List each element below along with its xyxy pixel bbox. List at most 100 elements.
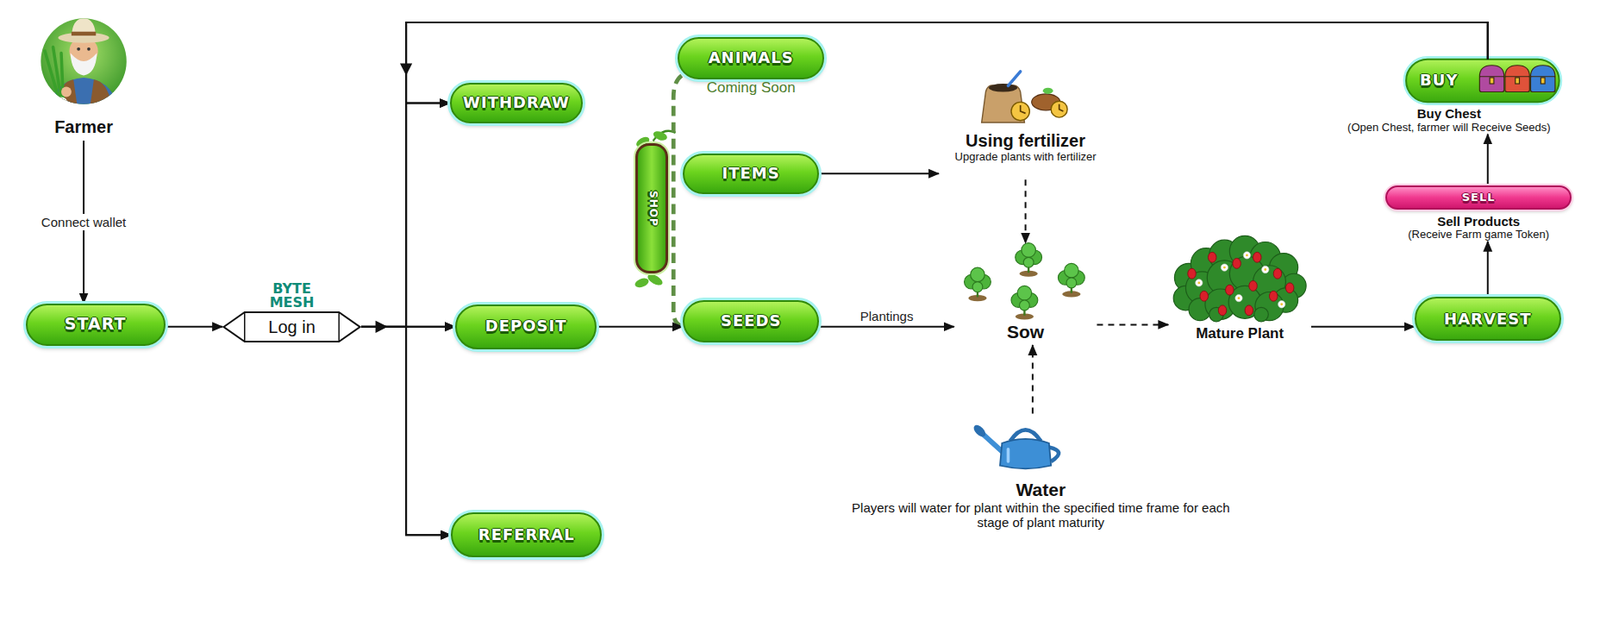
button-node: DEPOSIT	[455, 304, 598, 350]
login-outline	[224, 312, 361, 342]
seedling-icon	[964, 243, 1086, 320]
node-caption: Upgrade plants with fertilizer	[955, 150, 1097, 164]
button-label: SHOP	[645, 190, 658, 227]
fertilizer-icon	[988, 83, 1018, 92]
buy-button-shape	[1531, 65, 1556, 93]
buy-button-shape	[1406, 59, 1560, 103]
strawberry-bush	[1285, 282, 1294, 294]
buy-button-shape	[1404, 57, 1561, 104]
connector-arrow	[1031, 344, 1034, 413]
strawberry-bush	[1197, 253, 1283, 306]
buy-button-shape	[1404, 57, 1561, 104]
button-label: SELL	[1462, 191, 1496, 205]
fertilizer-icon	[1020, 105, 1026, 113]
strawberry-bush	[1243, 251, 1250, 259]
connector-arrow	[1096, 323, 1169, 325]
shop-vine	[633, 276, 650, 290]
strawberry-bush	[1237, 296, 1241, 300]
buy-button-shape	[1505, 65, 1530, 93]
strawberry-bush	[1187, 268, 1196, 279]
strawberry-bush	[1218, 305, 1226, 316]
icon-node: WaterPlayers will water for plant within…	[846, 412, 1235, 532]
strawberry-bush	[1173, 235, 1307, 321]
edge-label: Plantings	[860, 308, 914, 324]
strawberry-bush	[1235, 293, 1243, 301]
icon-node: Farmer	[32, 12, 135, 139]
farmer-avatar	[70, 53, 98, 76]
farmer-avatar	[44, 46, 63, 100]
strawberry-bush	[1244, 305, 1253, 316]
shop-bracket	[673, 75, 684, 327]
farmer-avatar	[76, 47, 81, 51]
icon-node: Mature Plant	[1168, 240, 1312, 345]
connector-arrow	[406, 22, 1488, 327]
farmer-avatar	[40, 18, 126, 108]
node-caption: Players will water for plant within the …	[846, 500, 1235, 531]
button-label: HARVEST	[1443, 310, 1532, 329]
connector-arrow	[1487, 241, 1489, 298]
farmer-avatar	[87, 47, 91, 51]
button-label: START	[64, 314, 127, 334]
seedling-icon	[1015, 243, 1043, 277]
watering-can	[1006, 449, 1011, 462]
node-caption: Coming Soon	[706, 79, 796, 97]
shop-vine	[645, 271, 664, 288]
login-node: BYTE MESHLog in	[222, 280, 362, 344]
watering-can	[971, 422, 1059, 469]
button-node: HARVEST	[1414, 296, 1562, 341]
button-node: REFERRAL	[450, 512, 602, 557]
seedling-icon	[1011, 285, 1038, 319]
fertilizer-icon	[1007, 71, 1020, 87]
strawberry-bush	[1195, 251, 1286, 308]
connector-arrow	[406, 22, 1488, 535]
node-title: Using fertilizer	[965, 131, 1086, 151]
button-label: DEPOSIT	[485, 317, 568, 336]
strawberry-bush	[1225, 284, 1234, 295]
strawberry-bush	[1187, 251, 1294, 315]
connector-arrow	[1025, 179, 1027, 243]
seedling-icon	[1057, 262, 1085, 297]
node-caption: Buy Chest	[1347, 106, 1551, 121]
farmer-avatar	[71, 31, 96, 37]
shop-vine	[633, 129, 675, 289]
strawberry-bush	[1173, 235, 1307, 321]
strawberry-bush	[1280, 302, 1283, 306]
connector-arrow	[1311, 325, 1415, 328]
farmer-avatar	[44, 18, 119, 108]
node-title: Mature Plant	[1195, 325, 1284, 343]
strawberry-bush	[1200, 290, 1208, 301]
caption-group: Coming Soon	[706, 79, 796, 97]
fertilizer-icon	[1043, 87, 1054, 94]
connector-arrow	[1487, 134, 1489, 187]
connector-arrow	[596, 325, 682, 328]
strawberry-bush	[1207, 251, 1216, 263]
button-label: BUY	[1407, 71, 1458, 90]
node-title: Water	[1016, 479, 1067, 500]
button-node: SEEDS	[682, 300, 820, 343]
strawberry-bush	[1278, 300, 1286, 308]
login-outline	[244, 312, 339, 342]
button-node: START	[25, 303, 166, 347]
strawberry-bush	[1263, 268, 1267, 271]
strawberry-bush	[1268, 290, 1277, 301]
node-caption: Sell Products	[1407, 213, 1550, 229]
strawberry-bush	[1249, 281, 1257, 292]
strawberry-bush	[1197, 281, 1200, 284]
icon-node: Sow	[954, 243, 1098, 345]
caption-group: Sell Products(Receive Farm game Token)	[1407, 213, 1550, 242]
button-label: REFERRAL	[478, 525, 575, 544]
strawberry-bush	[1254, 306, 1269, 322]
button-node: BUYBuy Chest(Open Chest, farmer will Rec…	[1406, 59, 1560, 103]
watering-can	[1000, 438, 1051, 469]
node-caption: (Receive Farm game Token)	[1407, 228, 1550, 242]
farmer-avatar	[55, 96, 68, 107]
edge-label: Connect wallet	[38, 213, 129, 231]
strawberry-bush	[1273, 268, 1282, 279]
caption-group: Buy Chest(Open Chest, farmer will Receiv…	[1347, 106, 1551, 134]
button-node: ANIMALSComing Soon	[677, 37, 825, 81]
icon-node: Using fertilizerUpgrade plants with fert…	[938, 65, 1113, 181]
fertilizer-icon	[1050, 100, 1068, 118]
fertilizer-icon	[1011, 101, 1030, 120]
illustration-layer	[40, 18, 1561, 469]
